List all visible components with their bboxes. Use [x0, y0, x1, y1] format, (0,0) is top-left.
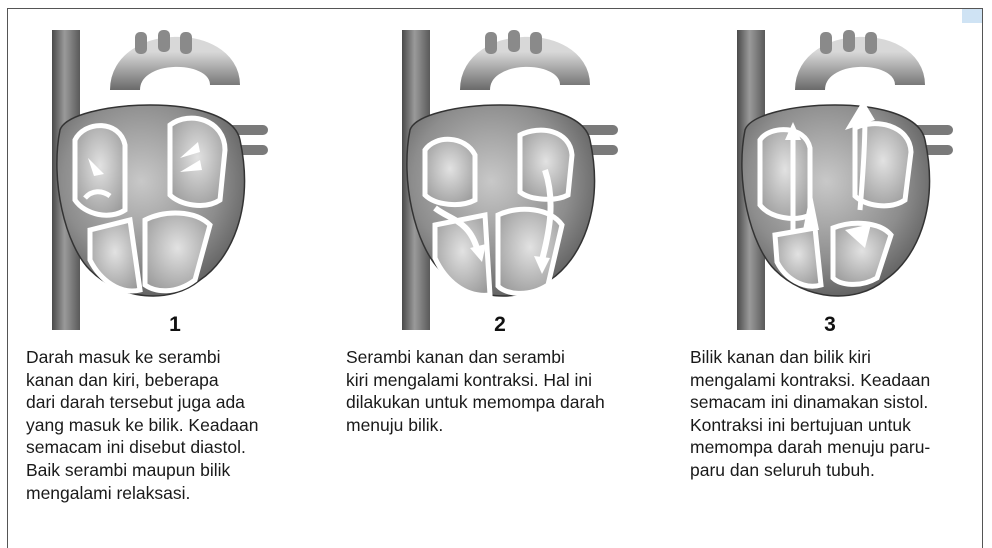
systole-panel: 3 Bilik kanan dan bilik kiri mengalami k… — [660, 0, 990, 538]
heart-diastole-illustration — [30, 30, 270, 330]
step-number: 3 — [810, 313, 850, 337]
step-caption: Darah masuk ke serambi kanan dan kiri, b… — [26, 346, 326, 504]
step-number: 2 — [480, 313, 520, 337]
heart-atrial-contraction-illustration — [380, 30, 620, 330]
step-caption: Serambi kanan dan serambi kiri mengalami… — [346, 346, 656, 436]
diastole-panel: 1 Darah masuk ke serambi kanan dan kiri,… — [0, 0, 330, 538]
step-number: 1 — [155, 313, 195, 337]
step-caption: Bilik kanan dan bilik kiri mengalami kon… — [690, 346, 980, 482]
atrial-contraction-panel: 2 Serambi kanan dan serambi kiri mengala… — [330, 0, 660, 538]
heart-systole-illustration — [715, 30, 955, 330]
